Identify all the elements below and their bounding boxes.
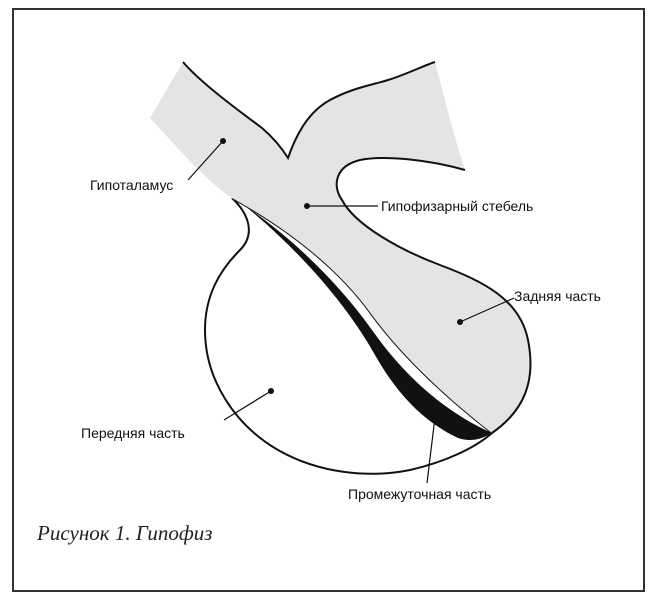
label-hypothalamus: Гипоталамус xyxy=(90,177,173,193)
label-intermediate: Промежуточная часть xyxy=(348,486,491,502)
figure-caption: Рисунок 1. Гипофиз xyxy=(37,521,212,546)
label-posterior: Задняя часть xyxy=(514,288,601,304)
label-anterior: Передняя часть xyxy=(81,425,185,441)
label-stalk: Гипофизарный стебель xyxy=(381,198,533,214)
